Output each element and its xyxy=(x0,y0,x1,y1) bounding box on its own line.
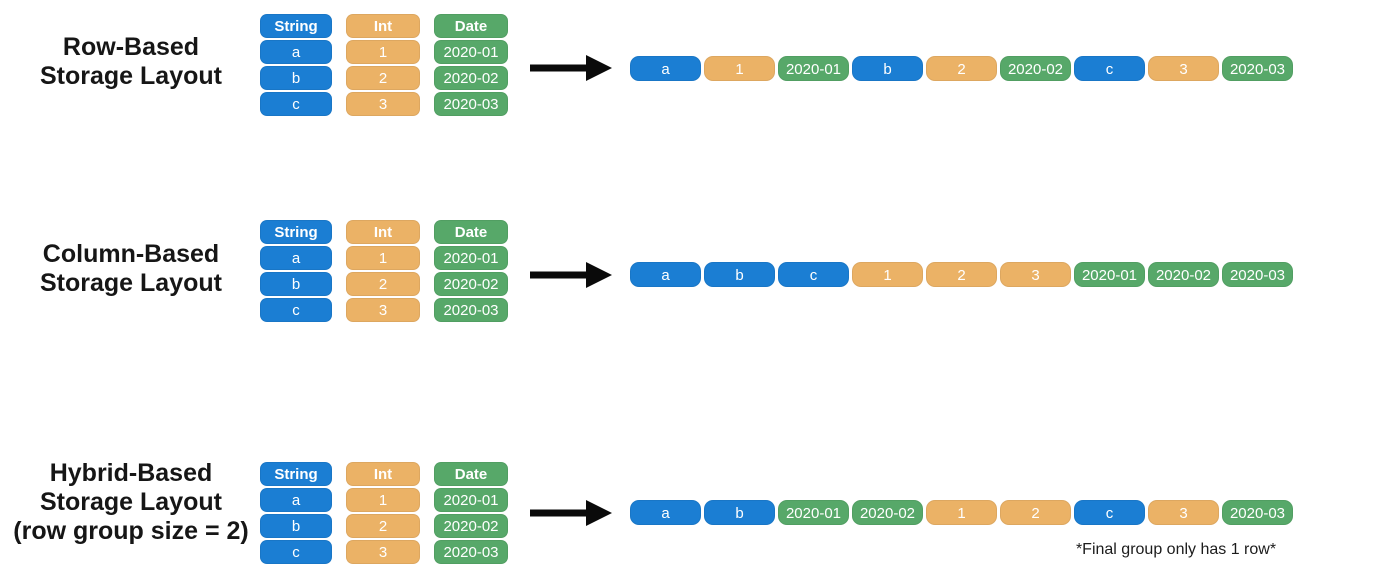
table-cell: 2020-02 xyxy=(434,66,508,90)
sequence-cell: 2020-03 xyxy=(1222,262,1293,287)
table-column-string: String a b c xyxy=(260,220,332,322)
sequence-cell: b xyxy=(704,500,775,525)
table-cell: 2020-01 xyxy=(434,488,508,512)
sequence-cell: 2020-03 xyxy=(1222,56,1293,81)
sequence-cell: 1 xyxy=(926,500,997,525)
table-cell: 2 xyxy=(346,66,420,90)
column-header: Date xyxy=(434,14,508,38)
footnote: *Final group only has 1 row* xyxy=(1075,541,1277,558)
table-column-int: Int 1 2 3 xyxy=(346,14,420,116)
storage-sequence: a 1 2020-01 b 2 2020-02 c 3 2020-03 xyxy=(630,56,1293,81)
table-cell: 2020-01 xyxy=(434,246,508,270)
sequence-cell: 1 xyxy=(852,262,923,287)
sequence-cell: 1 xyxy=(704,56,775,81)
table-cell: 1 xyxy=(346,488,420,512)
table-cell: 2020-02 xyxy=(434,272,508,296)
source-table: String a b c Int 1 2 3 Date 2020-01 2020… xyxy=(260,462,508,564)
table-cell: 2 xyxy=(346,514,420,538)
table-cell: 2020-01 xyxy=(434,40,508,64)
table-cell: a xyxy=(260,246,332,270)
sequence-cell: a xyxy=(630,56,701,81)
table-cell: 2 xyxy=(346,272,420,296)
column-header: String xyxy=(260,14,332,38)
section-title: Hybrid-Based Storage Layout (row group s… xyxy=(0,459,262,546)
title-line: Column-Based xyxy=(42,240,220,268)
table-column-string: String a b c xyxy=(260,462,332,564)
column-header: Int xyxy=(346,14,420,38)
sequence-cell: 2020-01 xyxy=(778,500,849,525)
title-line: Storage Layout xyxy=(40,62,222,90)
title-line: Row-Based xyxy=(62,33,200,61)
table-cell: b xyxy=(260,514,332,538)
section-title: Column-Based Storage Layout xyxy=(0,240,262,298)
column-header: String xyxy=(260,220,332,244)
sequence-cell: a xyxy=(630,262,701,287)
arrow-icon xyxy=(530,500,612,526)
sequence-cell: 2020-02 xyxy=(1148,262,1219,287)
sequence-cell: c xyxy=(1074,56,1145,81)
sequence-cell: 3 xyxy=(1148,56,1219,81)
table-cell: c xyxy=(260,298,332,322)
table-column-int: Int 1 2 3 xyxy=(346,220,420,322)
title-line: Hybrid-Based xyxy=(49,459,213,487)
storage-sequence: a b 2020-01 2020-02 1 2 c 3 2020-03 xyxy=(630,500,1293,525)
sequence-cell: 2020-03 xyxy=(1222,500,1293,525)
sequence-cell: a xyxy=(630,500,701,525)
table-cell: 3 xyxy=(346,298,420,322)
section-title: Row-Based Storage Layout xyxy=(0,33,262,91)
column-header: Int xyxy=(346,462,420,486)
table-cell: a xyxy=(260,40,332,64)
title-line: Storage Layout xyxy=(40,269,222,297)
column-header: Date xyxy=(434,220,508,244)
sequence-cell: c xyxy=(778,262,849,287)
sequence-cell: 2020-01 xyxy=(778,56,849,81)
column-header: Date xyxy=(434,462,508,486)
table-cell: 1 xyxy=(346,246,420,270)
table-cell: b xyxy=(260,272,332,296)
storage-sequence: a b c 1 2 3 2020-01 2020-02 2020-03 xyxy=(630,262,1293,287)
table-cell: 2020-02 xyxy=(434,514,508,538)
table-cell: 3 xyxy=(346,92,420,116)
table-column-string: String a b c xyxy=(260,14,332,116)
sequence-cell: c xyxy=(1074,500,1145,525)
sequence-cell: 2020-01 xyxy=(1074,262,1145,287)
table-column-date: Date 2020-01 2020-02 2020-03 xyxy=(434,462,508,564)
table-column-date: Date 2020-01 2020-02 2020-03 xyxy=(434,220,508,322)
table-cell: 2020-03 xyxy=(434,298,508,322)
table-cell: 2020-03 xyxy=(434,540,508,564)
sequence-cell: 2020-02 xyxy=(1000,56,1071,81)
column-header: String xyxy=(260,462,332,486)
source-table: String a b c Int 1 2 3 Date 2020-01 2020… xyxy=(260,14,508,116)
table-cell: 2020-03 xyxy=(434,92,508,116)
table-cell: 1 xyxy=(346,40,420,64)
table-cell: c xyxy=(260,92,332,116)
sequence-cell: b xyxy=(852,56,923,81)
title-line: Storage Layout xyxy=(40,488,222,516)
table-cell: c xyxy=(260,540,332,564)
sequence-cell: 3 xyxy=(1148,500,1219,525)
table-cell: a xyxy=(260,488,332,512)
sequence-cell: 2 xyxy=(926,262,997,287)
sequence-cell: b xyxy=(704,262,775,287)
sequence-cell: 2020-02 xyxy=(852,500,923,525)
sequence-cell: 2 xyxy=(926,56,997,81)
table-column-date: Date 2020-01 2020-02 2020-03 xyxy=(434,14,508,116)
table-cell: 3 xyxy=(346,540,420,564)
sequence-cell: 3 xyxy=(1000,262,1071,287)
arrow-icon xyxy=(530,262,612,288)
table-column-int: Int 1 2 3 xyxy=(346,462,420,564)
title-line: (row group size = 2) xyxy=(13,517,249,545)
arrow-icon xyxy=(530,55,612,81)
table-cell: b xyxy=(260,66,332,90)
column-header: Int xyxy=(346,220,420,244)
sequence-cell: 2 xyxy=(1000,500,1071,525)
source-table: String a b c Int 1 2 3 Date 2020-01 2020… xyxy=(260,220,508,322)
